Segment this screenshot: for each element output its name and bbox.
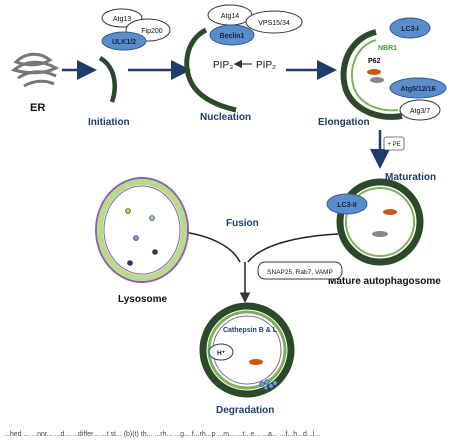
lysosome-enzyme-icon [125,208,131,214]
pip3-label: PIP₃ [213,60,233,71]
lysosome-enzyme-icon [133,235,139,241]
fip200-label: Fip200 [141,28,163,35]
nucleation-label: Nucleation [200,112,251,123]
hplus-label: H⁺ [217,350,226,357]
phagophore-elongation-outer [340,29,403,120]
snare-box [257,261,343,280]
fusion-line-lysosome [183,231,241,263]
hplus-bubble [208,343,234,361]
lc3ii-label: LC3-II [337,202,357,209]
mature-autophagosome-label: Mature autophagosome [328,276,441,287]
pip2-label: PIP₂ [256,60,276,71]
cargo-mature-grey-icon [372,231,388,237]
lc3i-bubble [389,17,431,39]
pe-label: + PE [387,142,400,148]
maturation-label: Maturation [385,172,436,183]
ulk12-label: ULK1/2 [112,39,136,46]
ulk12-bubble [101,31,147,51]
cargo-elongation-icon [367,69,381,75]
vps1534-bubble [245,10,303,34]
atg14-label: Atg14 [221,13,239,20]
p62-label: P62 [368,58,381,65]
pe-box [383,136,405,151]
beclin1-bubble [209,24,255,46]
snare-label: SNAP25, Rab7, VAMP [267,269,333,276]
elongation-label: Elongation [318,117,370,128]
initiation-label: Initiation [88,117,130,128]
fusion-line-autophagosome [247,233,339,263]
nbr1-label: NBR1 [378,45,397,52]
phagophore-initiation [98,56,117,103]
beclin1-label: Beclin1 [220,33,245,40]
er-membrane-icon [10,52,60,88]
cargo-degraded-icon [249,359,263,365]
er-label: ER [30,102,45,114]
atg37-bubble [399,99,441,121]
atg37-label: Atg3/7 [410,108,430,115]
lysosome-enzyme-icon [127,260,133,266]
atg51216-label: Atg5/12/16 [400,86,435,93]
lc3ii-bubble [326,193,368,215]
degraded-fragments-icon [259,379,278,391]
fusion-label: Fusion [226,218,259,229]
lysosome-inner [103,185,181,275]
cargo-elongation-grey-icon [370,77,384,83]
degradation-label: Degradation [216,405,274,416]
atg13-label: Atg13 [113,16,131,23]
lysosome-enzyme-icon [149,215,155,221]
lysosome-green-band [97,179,187,281]
vps1534-label: VPS15/34 [258,20,290,27]
lc3i-label: LC3-I [401,26,419,33]
phagophore-elongation-inner [351,39,399,112]
cathepsin-label: Cathepsin B & L [223,327,278,334]
lysosome-label: Lysosome [118,294,168,305]
figure-caption: ...hed ... ...nnr... ...d... ...differ..… [4,431,320,438]
lysosome-enzyme-icon [152,249,158,255]
autophagosome-inner [345,187,415,257]
atg51216-bubble [389,77,447,99]
phagophore-nucleation [184,27,237,113]
cargo-mature-icon [383,209,397,215]
